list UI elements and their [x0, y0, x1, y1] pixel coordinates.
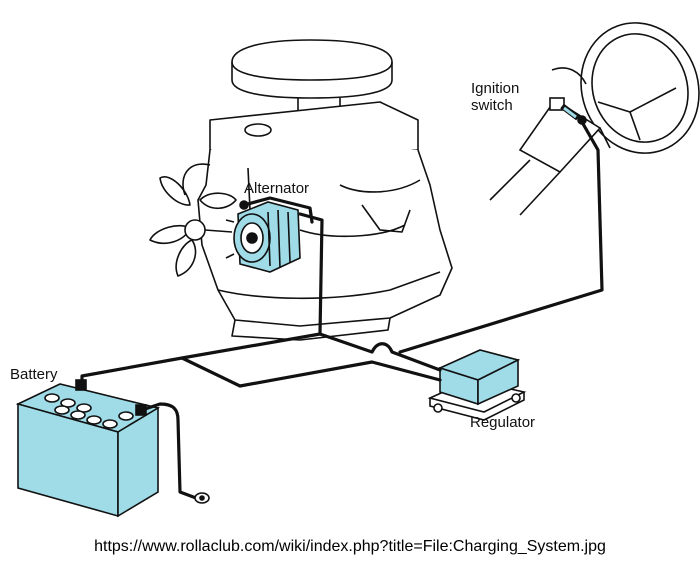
ground-terminal — [194, 492, 210, 504]
battery — [15, 379, 161, 518]
steering-wheel — [489, 22, 700, 216]
regulator — [427, 349, 527, 421]
ignition-switch-label: Ignition switch — [471, 80, 519, 114]
regulator-label: Regulator — [470, 414, 536, 431]
source-url-caption: https://www.rollaclub.com/wiki/index.php… — [94, 538, 606, 555]
battery-label: Battery — [10, 366, 58, 383]
wiring-harness — [80, 120, 604, 500]
fan — [149, 176, 237, 277]
ignition-label-line2: switch — [471, 97, 513, 114]
ignition-switch — [549, 97, 587, 125]
alternator — [225, 200, 301, 273]
engine-block — [149, 39, 453, 341]
alternator-label: Alternator — [244, 180, 310, 197]
ignition-label-line1: Ignition — [471, 80, 520, 97]
